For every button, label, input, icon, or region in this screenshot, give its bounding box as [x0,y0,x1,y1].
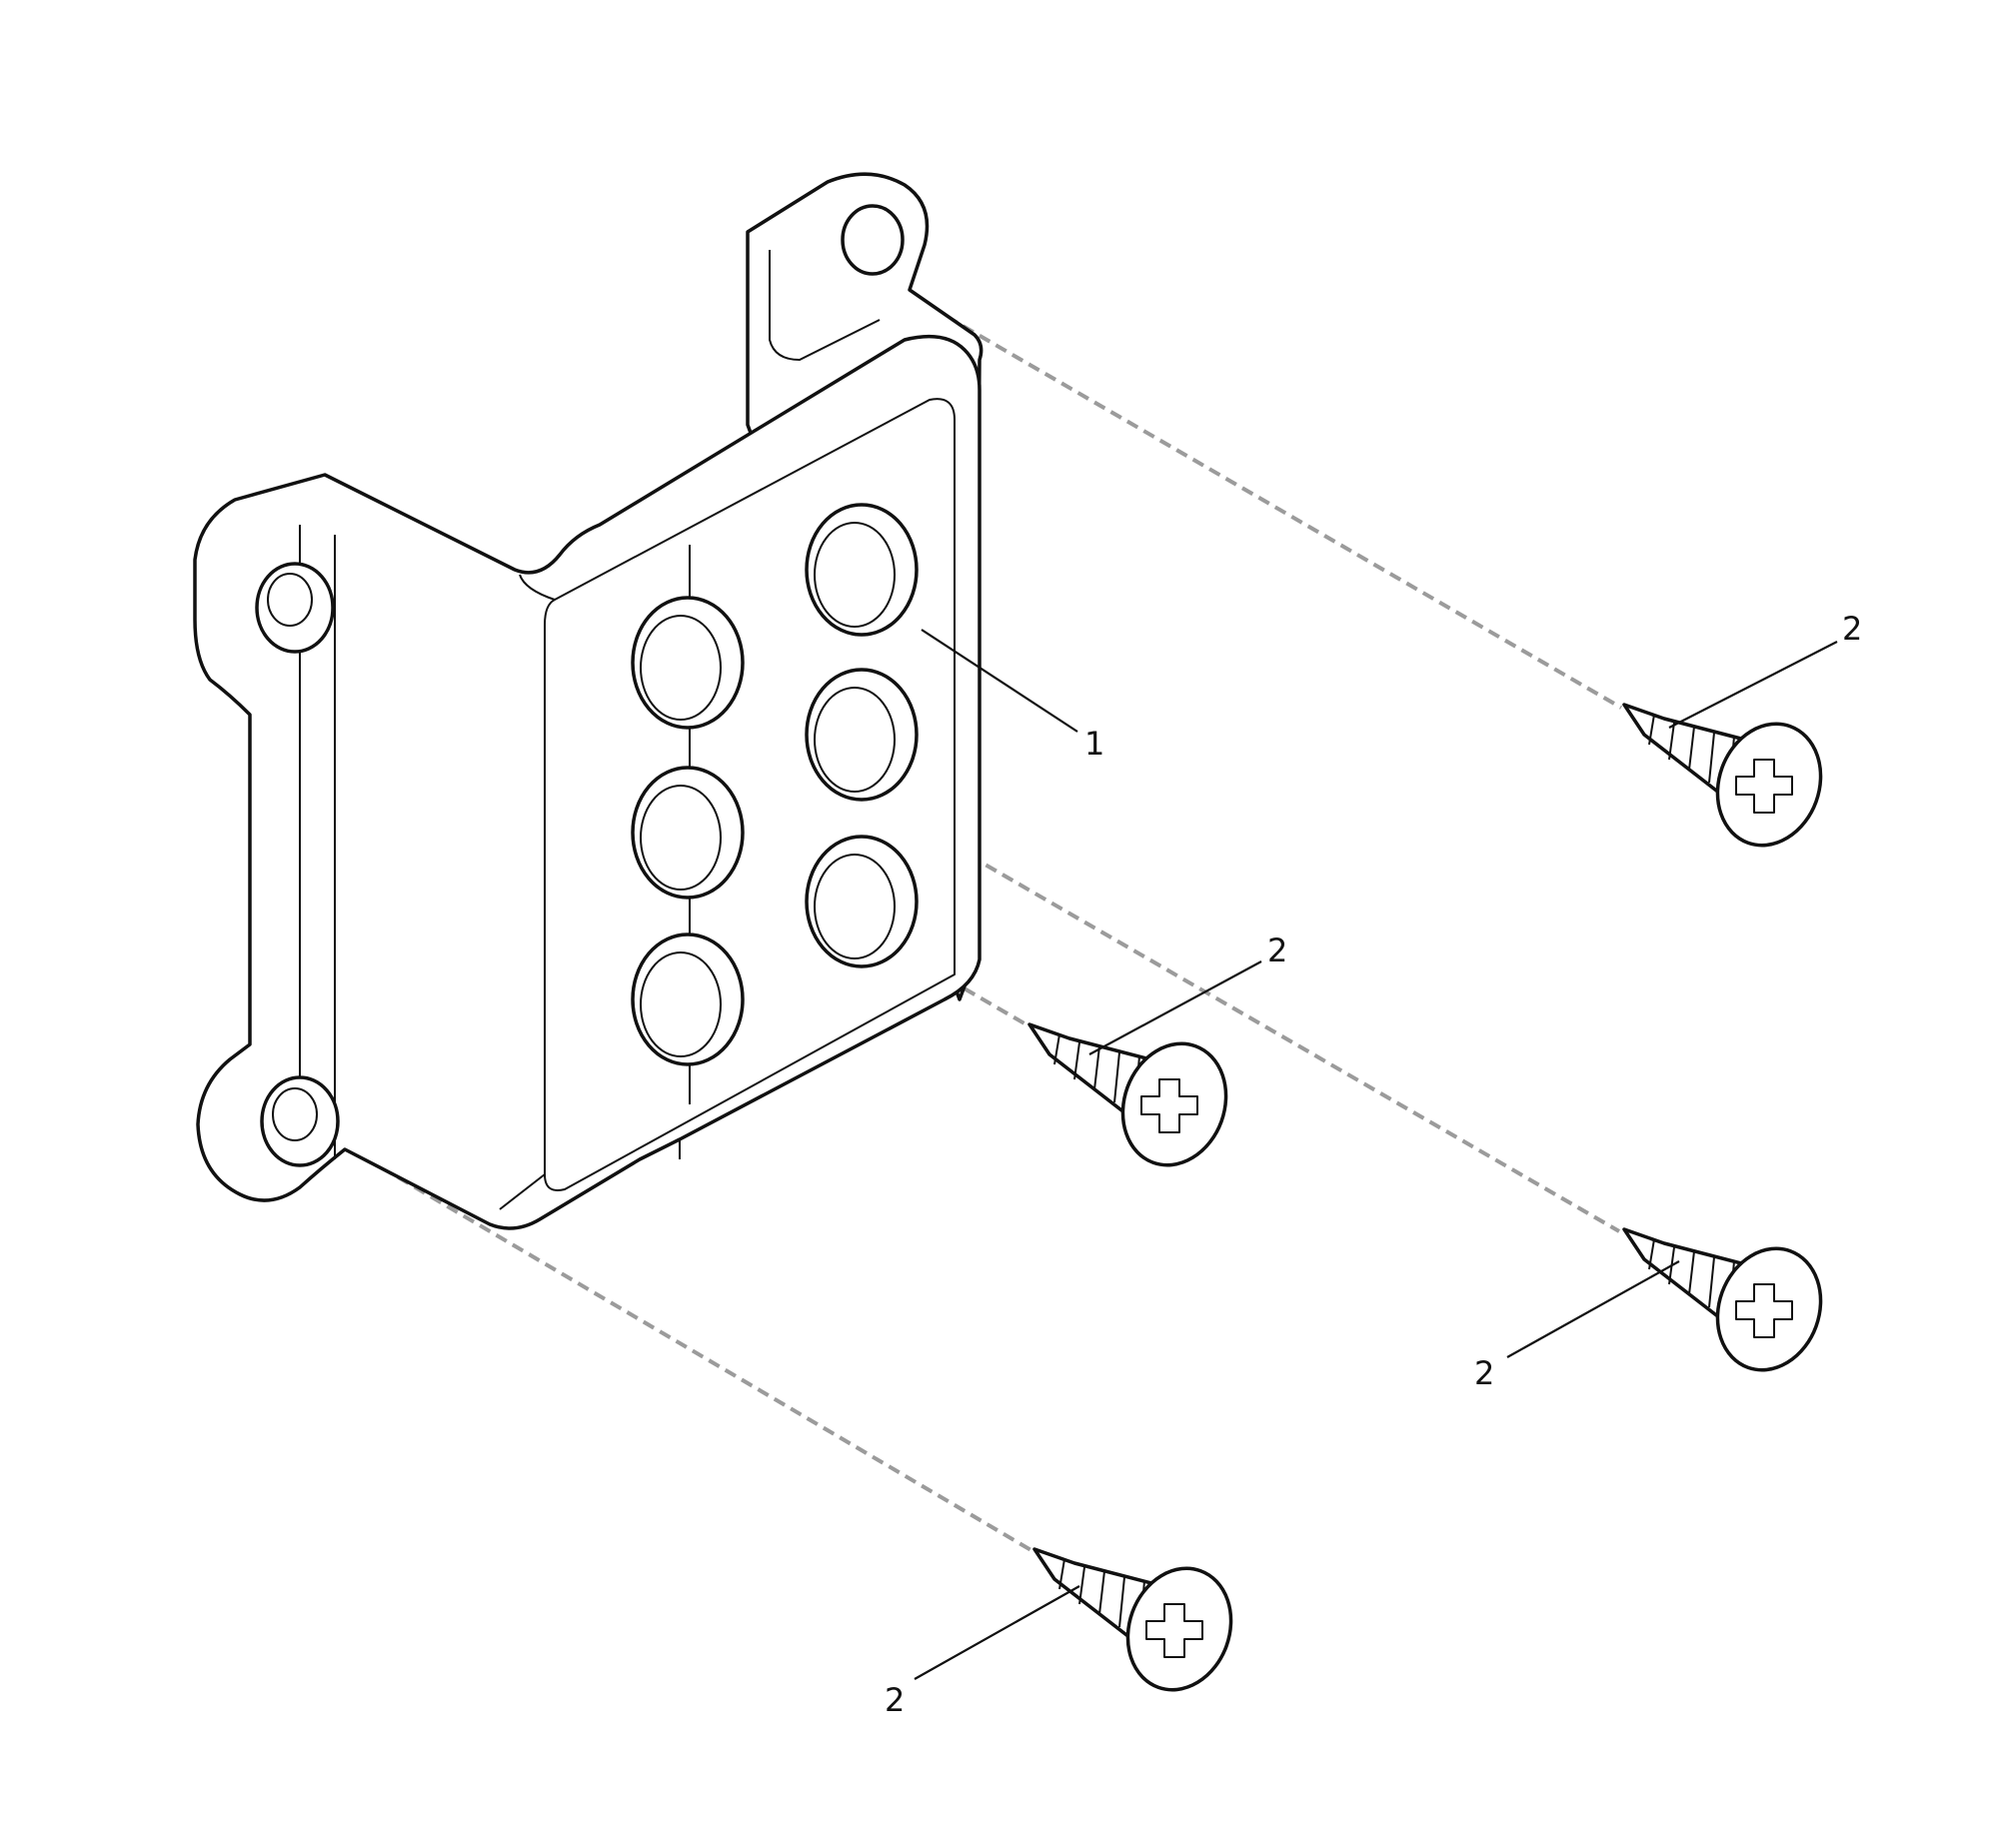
bracket-bottom-edge [499,1139,681,1210]
bracket-left-top-hole-inner [267,573,313,627]
screw-head [1120,1041,1228,1167]
screw-head [1715,1246,1823,1372]
callout-label-2-middle-right: 2 [1474,1354,1494,1392]
screw-bottom [1032,1547,1233,1692]
phillips-drive-icon [1735,1283,1793,1338]
callout-label-1: 1 [1084,725,1104,763]
screw-middle [1027,1022,1228,1167]
screw-head [1715,722,1823,848]
screw-thread-ridges [1058,1558,1145,1638]
face-hole-inner [814,522,896,628]
alignment-line-middle-right [968,854,1621,1233]
bracket-part [193,172,984,1230]
bracket-left-bottom-hole [260,1075,340,1167]
bracket-back-flange-edge [769,250,881,361]
alignment-line-lower-left [298,1117,1036,1554]
bracket-left-top-hole [255,562,335,654]
callout-label-2-bottom: 2 [885,1681,905,1719]
bracket-face-holes [631,503,919,1066]
screw-thread-ridges [1053,1033,1140,1113]
leader-1 [921,629,1078,733]
callout-labels: 1 2 2 2 2 [885,610,1862,1719]
phillips-drive-icon [1140,1078,1198,1133]
bracket-back-hole [841,204,905,276]
bracket-front-face [544,398,956,1191]
screw-middle-right [1622,1227,1823,1372]
screw-thread-ridges [1648,714,1735,794]
leader-2a [1668,641,1838,729]
bracket-main-body [193,334,982,1230]
screw-head [1125,1566,1233,1692]
callout-label-2-middle: 2 [1267,931,1287,969]
face-hole-inner [814,854,896,959]
phillips-drive-icon [1735,759,1793,814]
face-hole-inner [814,687,896,793]
leader-2b [1088,960,1262,1055]
face-hole-inner [640,951,722,1057]
callout-label-2-top-right: 2 [1842,610,1862,648]
bracket-side-edge [519,574,556,601]
screw-top-right [1622,703,1823,848]
bracket-left-bottom-hole-inner [272,1087,318,1141]
leader-2d [914,1585,1080,1680]
leader-lines [914,629,1838,1680]
face-hole-inner [640,785,722,891]
face-hole-inner [640,615,722,721]
leader-2c [1506,1260,1680,1358]
phillips-drive-icon [1145,1603,1203,1658]
